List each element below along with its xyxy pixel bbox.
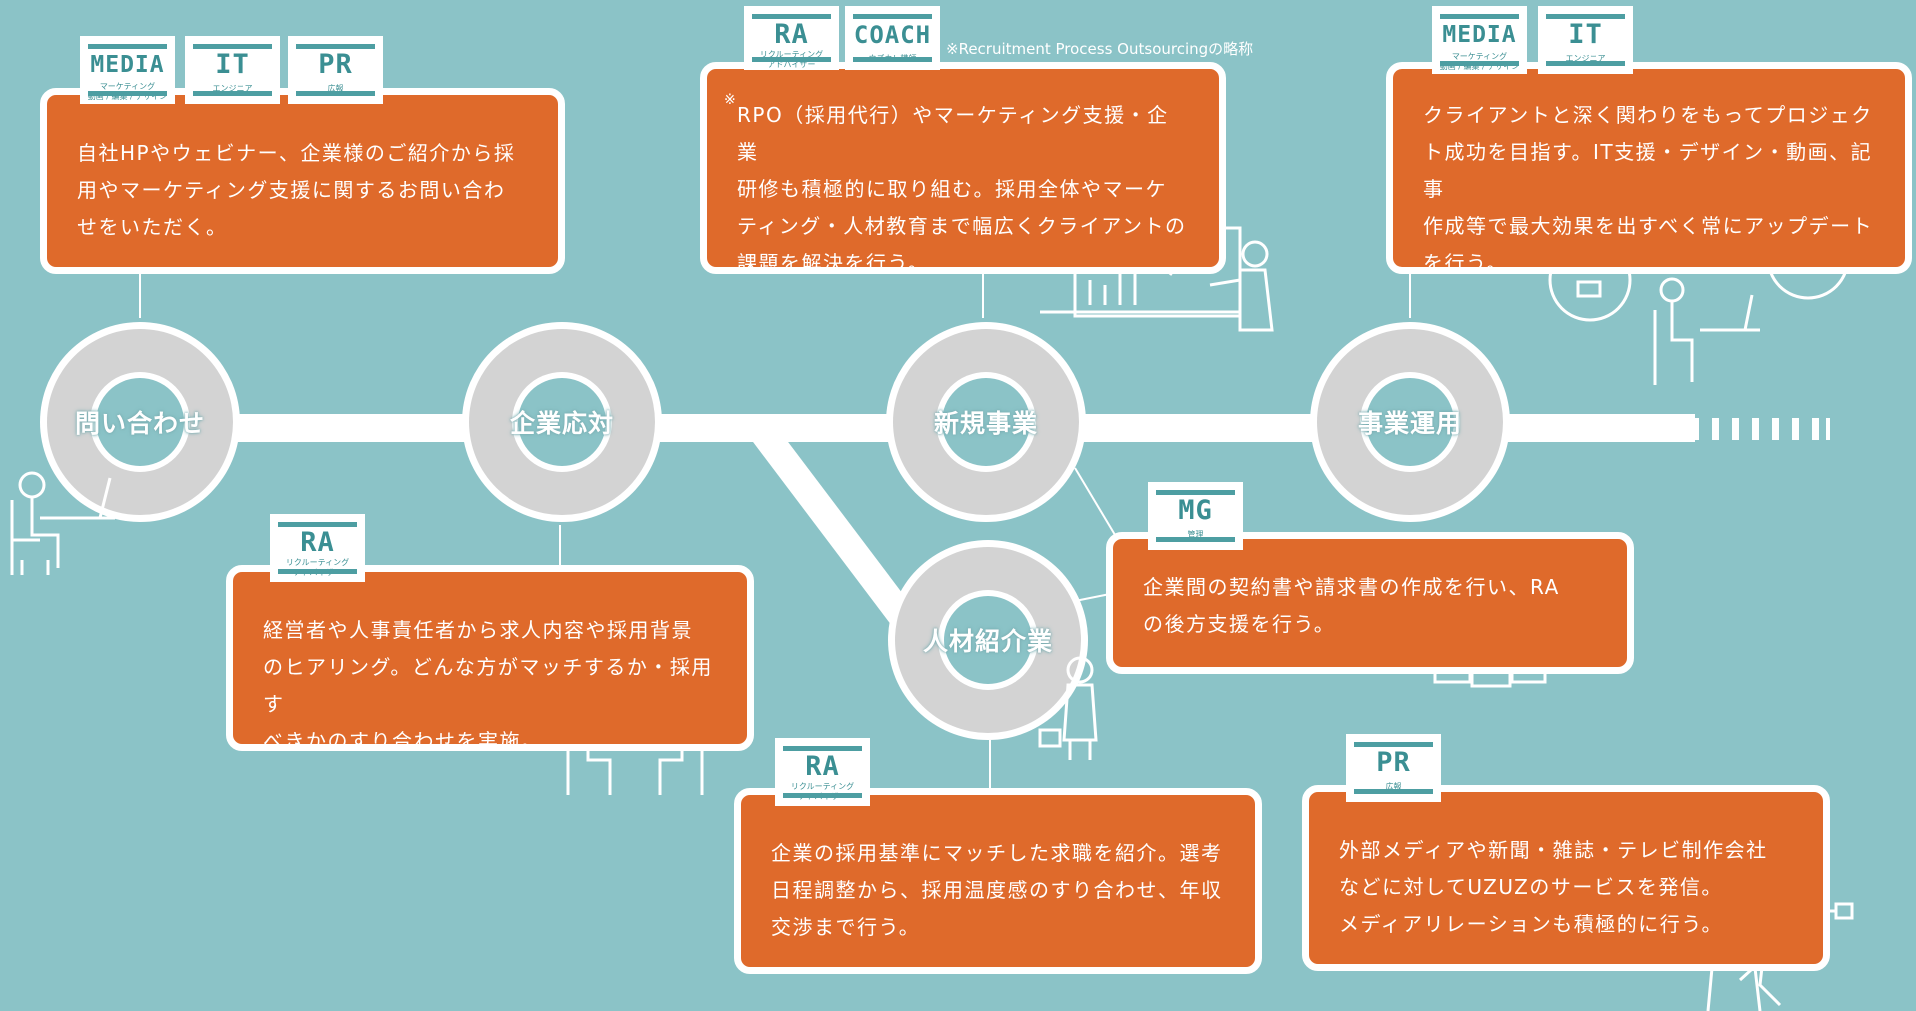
- corporate-description: 経営者や人事責任者から求人内容や採用背景のヒアリング。どんな方がマッチするか・採…: [226, 565, 754, 753]
- node-corporate: 企業応対: [509, 409, 614, 438]
- rpo-footnote: ※Recruitment Process Outsourcingの略称: [946, 40, 1254, 58]
- ring-nodes: [40, 322, 1510, 740]
- operation-description: クライアントと深く関わりをもってプロジェクト成功を目指す。IT支援・デザイン・動…: [1386, 62, 1912, 275]
- new-business-description: RPO（採用代行）やマーケティング支援・企業研修も積極的に取り組む。採用全体やマ…: [700, 62, 1226, 275]
- branch-line: [748, 419, 917, 629]
- business-person-icon: [1038, 656, 1098, 760]
- asterisk-mark: ※: [724, 92, 736, 108]
- tag-coach: COACHウズカレ講師: [845, 6, 940, 70]
- inquiry-description: 自社HPやウェビナー、企業様のご紹介から採用やマーケティング支援に関するお問い合…: [40, 88, 565, 274]
- node-new-business: 新規事業: [933, 409, 1038, 438]
- placement-description: 企業の採用基準にマッチした求職を紹介。選考日程調整から、採用温度感のすり合わせ、…: [734, 788, 1262, 974]
- person-at-desk-icon: [10, 471, 115, 575]
- pr-description: 外部メディアや新聞・雑誌・テレビ制作会社などに対してUZUZのサービスを発信。メ…: [1302, 785, 1830, 971]
- node-inquiry: 問い合わせ: [74, 409, 205, 438]
- flow-continuation-dashes: [1692, 418, 1830, 440]
- node-placement: 人材紹介業: [922, 627, 1053, 656]
- node-operation: 事業運用: [1357, 409, 1462, 438]
